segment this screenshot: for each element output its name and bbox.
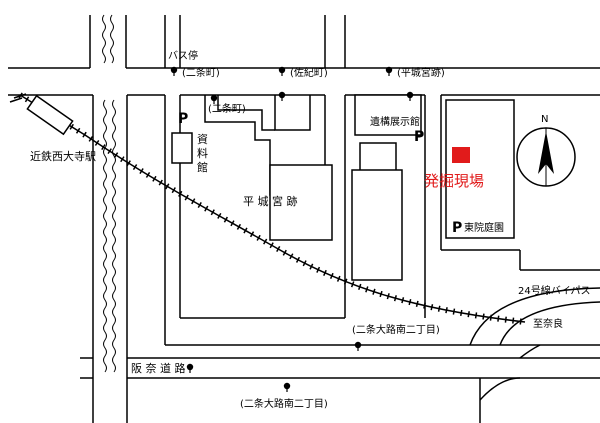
- toin-teien-label: 東院庭園: [464, 221, 504, 234]
- stop-nijo-oji-bottom-label: (二条大路南二丁目): [240, 397, 328, 410]
- excavation-marker: [452, 147, 470, 163]
- to-nara-label: 至奈良: [533, 317, 563, 330]
- parking-3: P: [452, 220, 462, 236]
- heijokyuseki-label: 平 城 宮 跡: [243, 194, 298, 208]
- stop-heijokyuato-label: (平城宮跡): [397, 66, 445, 79]
- stop-nijo-oji-inner-label: (二条大路南二丁目): [352, 323, 440, 336]
- buildings: [171, 94, 515, 281]
- shiryokan-char-2: 料: [197, 146, 208, 160]
- north-compass: N: [516, 114, 576, 187]
- stop-sakinocho-label: (佐紀町): [290, 66, 328, 79]
- railway: [9, 92, 526, 325]
- shiryokan-building: [171, 132, 193, 164]
- north-label: N: [541, 114, 548, 125]
- shiryokan-char-3: 館: [197, 160, 208, 174]
- bus-stop-label: バス停: [168, 49, 198, 62]
- hanna-road-label: 阪 奈 道 路: [131, 361, 186, 375]
- stop-nijo-inner-label: (二条町): [208, 102, 246, 115]
- excavation-site-label: 発掘現場: [424, 172, 484, 190]
- bus-stops: [170, 66, 414, 392]
- iko-tenjikan-label: 遺構展示館: [370, 115, 420, 128]
- shiryokan-char-1: 資: [197, 133, 208, 146]
- kintetsu-station-label: 近鉄西大寺駅: [30, 149, 96, 163]
- iko-building-top: [354, 94, 422, 136]
- roads: [8, 15, 600, 423]
- parking-1: P: [178, 111, 188, 127]
- iko-building-mid: [359, 142, 397, 172]
- river: [89, 14, 128, 423]
- toin-area: [445, 99, 515, 239]
- bypass-label: 24号線バイパス: [518, 284, 591, 297]
- iko-building-main: [351, 169, 403, 281]
- stop-nijo-top-label: (二条町): [182, 66, 220, 79]
- palace-building: [269, 164, 333, 241]
- parking-2: P: [414, 129, 424, 145]
